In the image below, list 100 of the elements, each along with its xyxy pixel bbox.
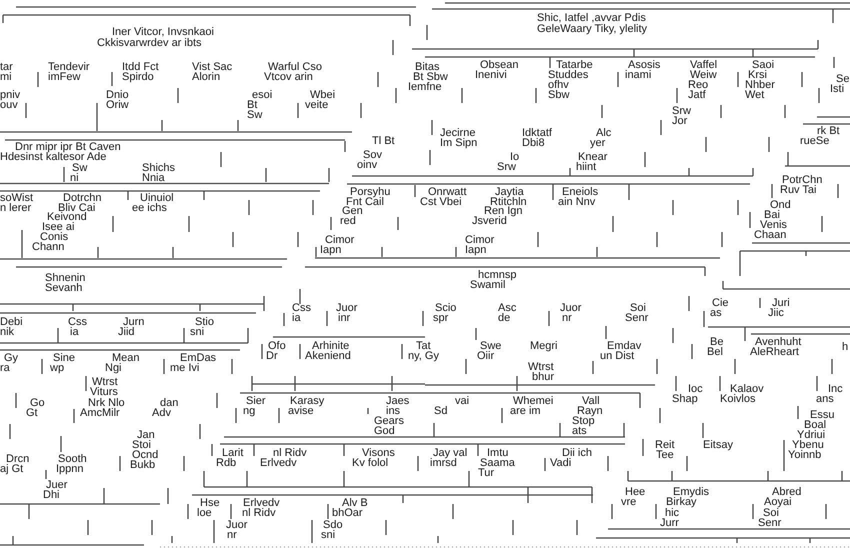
- tree-label: mi: [0, 72, 12, 82]
- tree-label: Inenivi: [475, 70, 507, 80]
- tree-label: Tatarbe: [556, 60, 593, 70]
- tree-label: Fnt Cail: [346, 197, 384, 207]
- tree-label: Yoinnb: [788, 450, 822, 460]
- tree-label: Megri: [530, 341, 558, 351]
- tree-label: Juor: [560, 303, 582, 313]
- tree-label: sni: [321, 530, 336, 540]
- tree-label: Sd: [434, 406, 448, 416]
- tree-label: ins: [386, 406, 400, 416]
- tree-label: Jay val: [433, 448, 468, 458]
- tree-label: Keivond: [47, 212, 87, 222]
- tree-label: Hdesinst kaltesor Ade: [0, 152, 106, 162]
- tree-label: Eitsay: [703, 440, 733, 450]
- tree-label: ats: [572, 426, 587, 436]
- tree-label: GeleWaary Tiky, ylelity: [537, 24, 648, 34]
- tree-label: Imtu: [487, 448, 508, 458]
- tree-label: Cimor: [325, 235, 354, 245]
- tree-label: Bitas: [415, 62, 440, 72]
- tree-label: Vist Sac: [192, 62, 232, 72]
- tree-label: inr: [338, 313, 350, 323]
- tree-label: vre: [621, 497, 636, 507]
- tree-label: Srw: [497, 162, 516, 172]
- tree-label: Aoyai: [764, 497, 792, 507]
- tree-label: Jecirne: [440, 128, 476, 138]
- tree-label: Jiic: [768, 308, 784, 318]
- tree-label: Senr: [758, 518, 782, 528]
- tree-label: imrsd: [430, 458, 457, 468]
- tree-label: veite: [305, 100, 328, 110]
- tree-label: Obsean: [480, 60, 519, 70]
- tree-label: ans: [816, 394, 834, 404]
- tree-label: Alv B: [342, 498, 368, 508]
- tree-label: Sw: [247, 110, 262, 120]
- tree-label: wp: [50, 363, 64, 373]
- tree-label: Soi: [763, 508, 779, 518]
- tree-label: Iner Vitcor, Invsnkaoi: [112, 27, 214, 37]
- tree-label: Wbei: [310, 90, 336, 100]
- tree-label: Krsi: [748, 70, 767, 80]
- tree-label: imFew: [48, 72, 80, 82]
- tree-label: Warful Cso: [268, 62, 322, 72]
- tree-label: Nrk Nlo: [88, 398, 125, 408]
- tree-label: nr: [562, 313, 572, 323]
- tree-label: Css: [292, 303, 311, 313]
- tree-label: Chaan: [754, 230, 786, 240]
- tree-label: Hse: [200, 498, 220, 508]
- tree-label: PotrChn: [782, 175, 822, 185]
- tree-label: hiint: [576, 162, 596, 172]
- tree-label: Jaytia: [495, 187, 524, 197]
- tree-label: Tur: [478, 468, 494, 478]
- tree-label: nl Ridv: [242, 508, 276, 518]
- tree-label: Eneiols: [562, 187, 598, 197]
- tree-label: Arhinite: [312, 341, 350, 351]
- tree-label: Visons: [362, 448, 395, 458]
- tree-label: ni: [70, 173, 79, 183]
- tree-label: yer: [590, 138, 606, 148]
- tree-label: Im Sipn: [440, 138, 478, 148]
- tree-label: Avenhuht: [755, 337, 802, 347]
- tree-label: Saoi: [752, 60, 774, 70]
- tree-label: Dii ich: [562, 448, 592, 458]
- tree-label: Sov: [363, 150, 382, 160]
- tree-label: Bukb: [130, 460, 156, 470]
- tree-label: Boal: [804, 420, 826, 430]
- tree-label: red: [340, 216, 356, 226]
- tree-label: Saama: [480, 458, 515, 468]
- tree-label: Shnenin: [45, 273, 86, 283]
- tree-label: Reit: [655, 440, 675, 450]
- tree-label: Juor: [336, 303, 358, 313]
- tree-label: Rtitchln: [490, 197, 527, 207]
- tree-label: dan: [160, 398, 178, 408]
- tree-label: Ioc: [688, 384, 703, 394]
- tree-label: Gen: [342, 206, 363, 216]
- tree-label: Gears: [374, 416, 404, 426]
- tree-label: ny, Gy: [408, 351, 439, 361]
- tree-label: Shichs: [142, 163, 176, 173]
- tree-label: bhOar: [332, 508, 363, 518]
- tree-label: Itdd Fct: [122, 62, 159, 72]
- tree-label: Studdes: [548, 70, 588, 80]
- tree-label: Se: [836, 74, 850, 84]
- tree-label: Abred: [772, 487, 802, 497]
- tree-label: Css: [68, 317, 87, 327]
- tree-label: nl Ridv: [273, 448, 307, 458]
- tree-label: as: [710, 308, 722, 318]
- tree-label: Viturs: [90, 387, 118, 397]
- tree-label: Vall: [582, 396, 600, 406]
- tree-label: Iemfne: [408, 82, 442, 92]
- tree-label: ee ichs: [132, 203, 167, 213]
- tree-label: Shic, Iatfel ,avvar Pdis: [537, 13, 646, 23]
- tree-label: Vtcov arin: [264, 72, 313, 82]
- tree-label: Cie: [712, 298, 729, 308]
- tree-label: Chann: [32, 242, 64, 252]
- tree-label: Sine: [53, 353, 76, 363]
- tree-label: Dnr mipr ipr Bt Caven: [15, 142, 121, 152]
- tree-label: Adv: [152, 408, 171, 418]
- tree-label: Juer: [46, 480, 68, 490]
- tree-label: nr: [227, 530, 237, 540]
- tree-label: Emdav: [607, 341, 642, 351]
- tree-label: AleRheart: [750, 347, 799, 357]
- tree-label: Sier: [246, 396, 266, 406]
- tree-label: Rdb: [216, 458, 236, 468]
- tree-label: Sw: [72, 163, 88, 173]
